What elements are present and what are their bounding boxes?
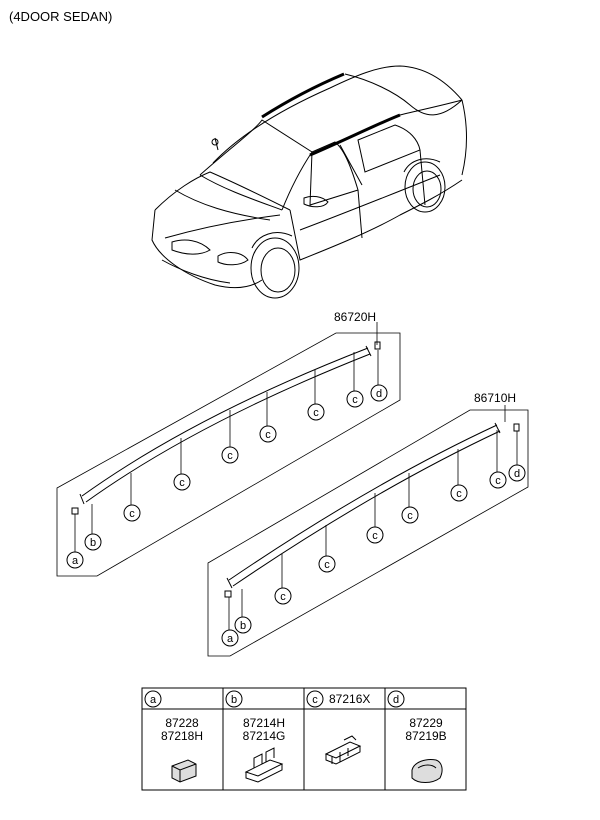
callout-d: d	[508, 464, 526, 482]
svg-text:a: a	[227, 633, 234, 645]
assembly-86710h: 86710H a b c c c c c c d	[207, 391, 529, 657]
callout-leaders	[228, 430, 518, 630]
legend-letter: b	[231, 694, 237, 706]
callout-c: c	[489, 471, 507, 489]
callout-c: c	[346, 390, 364, 408]
part-number-label: 86720H	[334, 310, 376, 324]
legend-part-number: 87229	[409, 716, 443, 730]
legend-part-number: 87214G	[243, 729, 286, 743]
callout-b: b	[234, 616, 252, 634]
callout-c: c	[307, 403, 325, 421]
parts-legend-table: a 87228 87218H b 87214H 87214G	[141, 687, 467, 791]
legend-column-c: c 87216X	[306, 690, 370, 765]
callout-leaders	[74, 350, 379, 552]
callout-b: b	[84, 533, 102, 551]
svg-text:c: c	[179, 477, 185, 489]
svg-text:b: b	[90, 537, 96, 549]
part-number-label: 86710H	[474, 391, 516, 405]
callout-c: c	[173, 473, 191, 491]
callout-c: c	[450, 484, 468, 502]
svg-text:b: b	[240, 620, 246, 632]
callout-c: c	[274, 587, 292, 605]
roof-molding-strip	[81, 347, 369, 497]
bracket-clip-icon	[244, 747, 284, 783]
legend-part-number: 87214H	[243, 716, 285, 730]
assembly-outline	[56, 332, 401, 577]
molding-end	[226, 577, 233, 589]
molding-end	[365, 345, 372, 357]
legend-part-number: 87218H	[161, 729, 203, 743]
svg-text:c: c	[265, 429, 271, 441]
end-cap-clip-icon	[171, 759, 197, 783]
legend-letter: c	[312, 694, 318, 706]
svg-text:c: c	[352, 394, 358, 406]
svg-text:c: c	[129, 508, 135, 520]
roof-molding-strip-edge	[85, 353, 371, 503]
svg-text:c: c	[372, 530, 378, 542]
end-clip-part	[224, 590, 232, 598]
svg-text:c: c	[456, 488, 462, 500]
svg-text:c: c	[313, 407, 319, 419]
svg-text:a: a	[72, 555, 79, 567]
molding-end	[494, 422, 501, 434]
callout-d: d	[370, 384, 388, 402]
callout-c: c	[318, 555, 336, 573]
end-clip-part	[71, 507, 79, 515]
svg-text:c: c	[227, 450, 233, 462]
legend-column-d: d 87229 87219B	[387, 690, 447, 783]
callout-c: c	[366, 526, 384, 544]
rear-clip-part	[374, 341, 381, 350]
roof-molding-strip-edge	[232, 430, 501, 587]
retainer-clip-icon	[324, 735, 362, 765]
svg-text:c: c	[280, 591, 286, 603]
legend-letter: d	[393, 694, 399, 706]
svg-text:c: c	[324, 559, 330, 571]
callout-c: c	[401, 506, 419, 524]
svg-text:d: d	[376, 388, 382, 400]
callout-a: a	[221, 629, 239, 647]
svg-text:c: c	[495, 475, 501, 487]
legend-column-a: a 87228 87218H	[144, 690, 203, 783]
legend-part-number: 87228	[165, 716, 199, 730]
callout-c: c	[123, 504, 141, 522]
molding-end	[79, 493, 85, 505]
callout-c: c	[221, 446, 239, 464]
svg-text:c: c	[407, 510, 413, 522]
callout-a: a	[66, 551, 84, 569]
rear-clip-part	[513, 423, 520, 432]
assembly-outline	[207, 409, 529, 657]
car-illustration	[151, 65, 467, 299]
diagram-title: (4DOOR SEDAN)	[9, 9, 112, 24]
svg-text:d: d	[514, 468, 520, 480]
legend-part-number: 87216X	[329, 692, 370, 706]
rear-cap-clip-icon	[411, 759, 443, 783]
legend-column-b: b 87214H 87214G	[225, 690, 286, 783]
legend-letter: a	[150, 694, 157, 706]
callout-c: c	[259, 425, 277, 443]
assembly-86720h: 86720H a b c c c c c c d	[56, 310, 401, 577]
roof-molding-strip	[228, 424, 498, 581]
legend-part-number: 87219B	[405, 729, 446, 743]
